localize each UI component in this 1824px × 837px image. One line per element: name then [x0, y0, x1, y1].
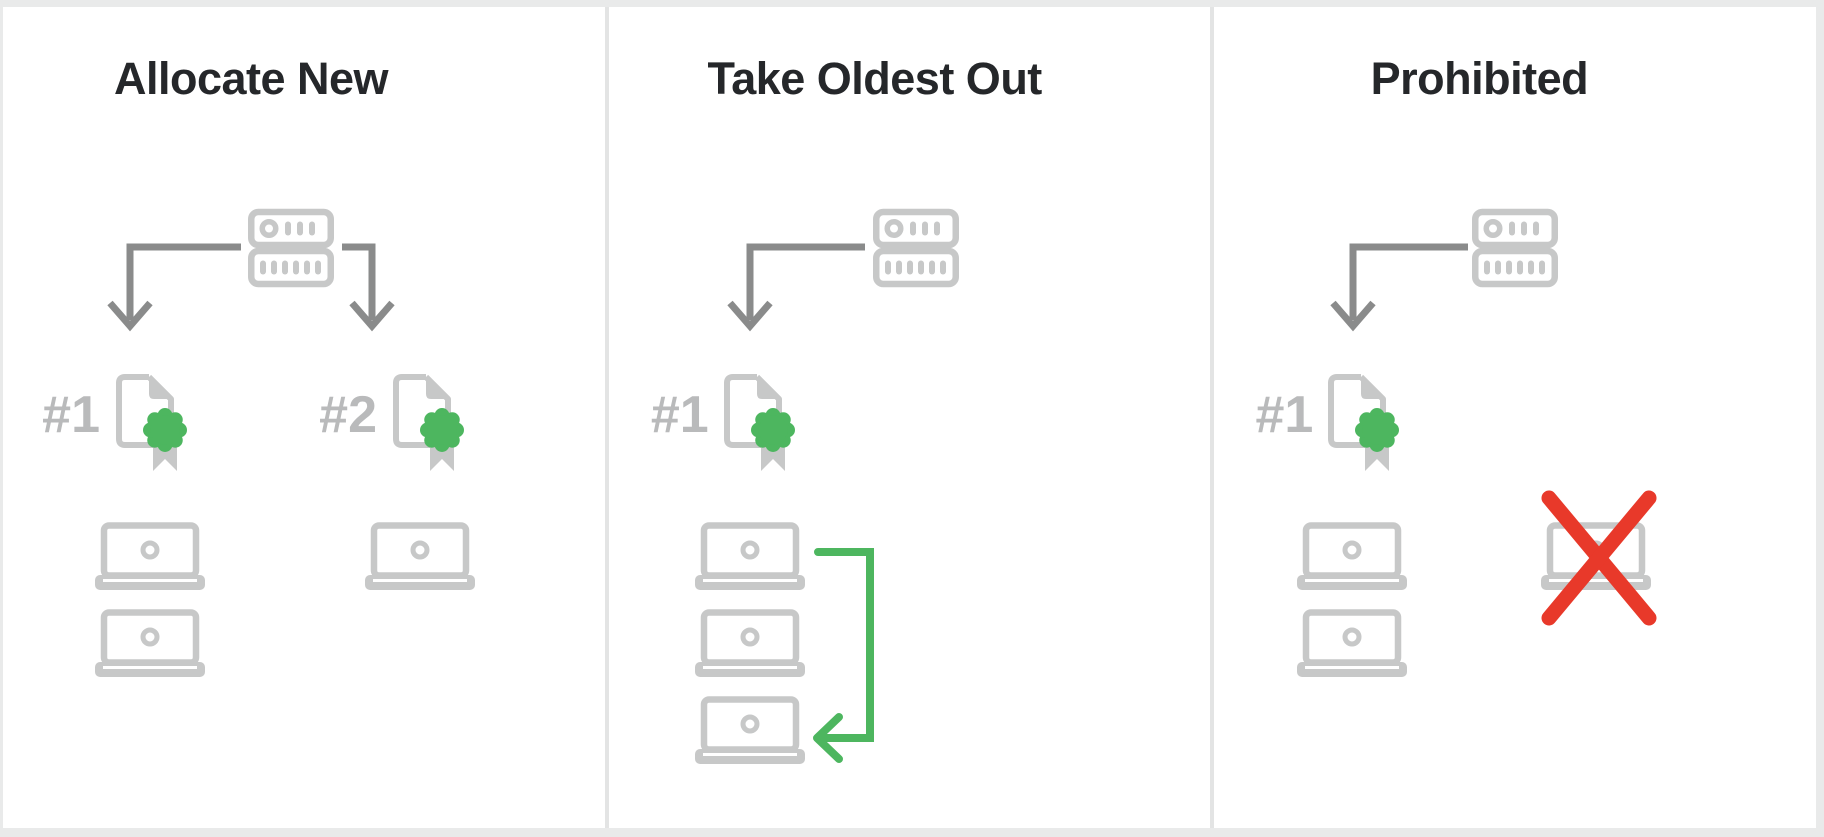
- panel-title: Take Oldest Out: [707, 53, 1043, 104]
- certificate-icon: [721, 372, 801, 477]
- panel-take-oldest-out: Take Oldest Out #1: [608, 7, 1211, 828]
- laptop-icon: [1297, 609, 1407, 677]
- certificate-icon: [1325, 372, 1405, 477]
- green-cycle-arrow: [812, 548, 874, 763]
- panel-title: Prohibited: [1370, 53, 1589, 104]
- laptop-icon: [1297, 522, 1407, 590]
- laptop-icon: [95, 522, 205, 590]
- panel-row: Allocate New #1 #2 Take Oldest Out: [3, 7, 1817, 828]
- laptop-icon: [365, 522, 475, 590]
- branch-arrow-right-icon: [342, 243, 395, 332]
- server-icon: [873, 208, 959, 288]
- license-number-label: #1: [1255, 386, 1314, 444]
- license-number-label: #1: [42, 386, 100, 444]
- branch-arrow-left-icon: [107, 243, 241, 332]
- branch-arrow-left-icon: [727, 243, 865, 332]
- laptop-icon: [95, 609, 205, 677]
- red-x-icon: [1541, 490, 1657, 626]
- laptop-icon: [695, 696, 805, 764]
- panel-prohibited: Prohibited #1: [1214, 7, 1817, 828]
- license-number-label: #2: [319, 386, 377, 444]
- branch-arrow-left-icon: [1330, 243, 1469, 332]
- laptop-icon: [695, 522, 805, 590]
- license-number-label: #1: [650, 386, 709, 444]
- server-icon: [248, 208, 334, 288]
- panel-title: Allocate New: [113, 53, 389, 104]
- certificate-icon: [113, 372, 193, 477]
- server-icon: [1472, 208, 1558, 288]
- laptop-icon: [695, 609, 805, 677]
- panel-allocate-new: Allocate New #1 #2: [3, 7, 605, 828]
- certificate-icon: [390, 372, 470, 477]
